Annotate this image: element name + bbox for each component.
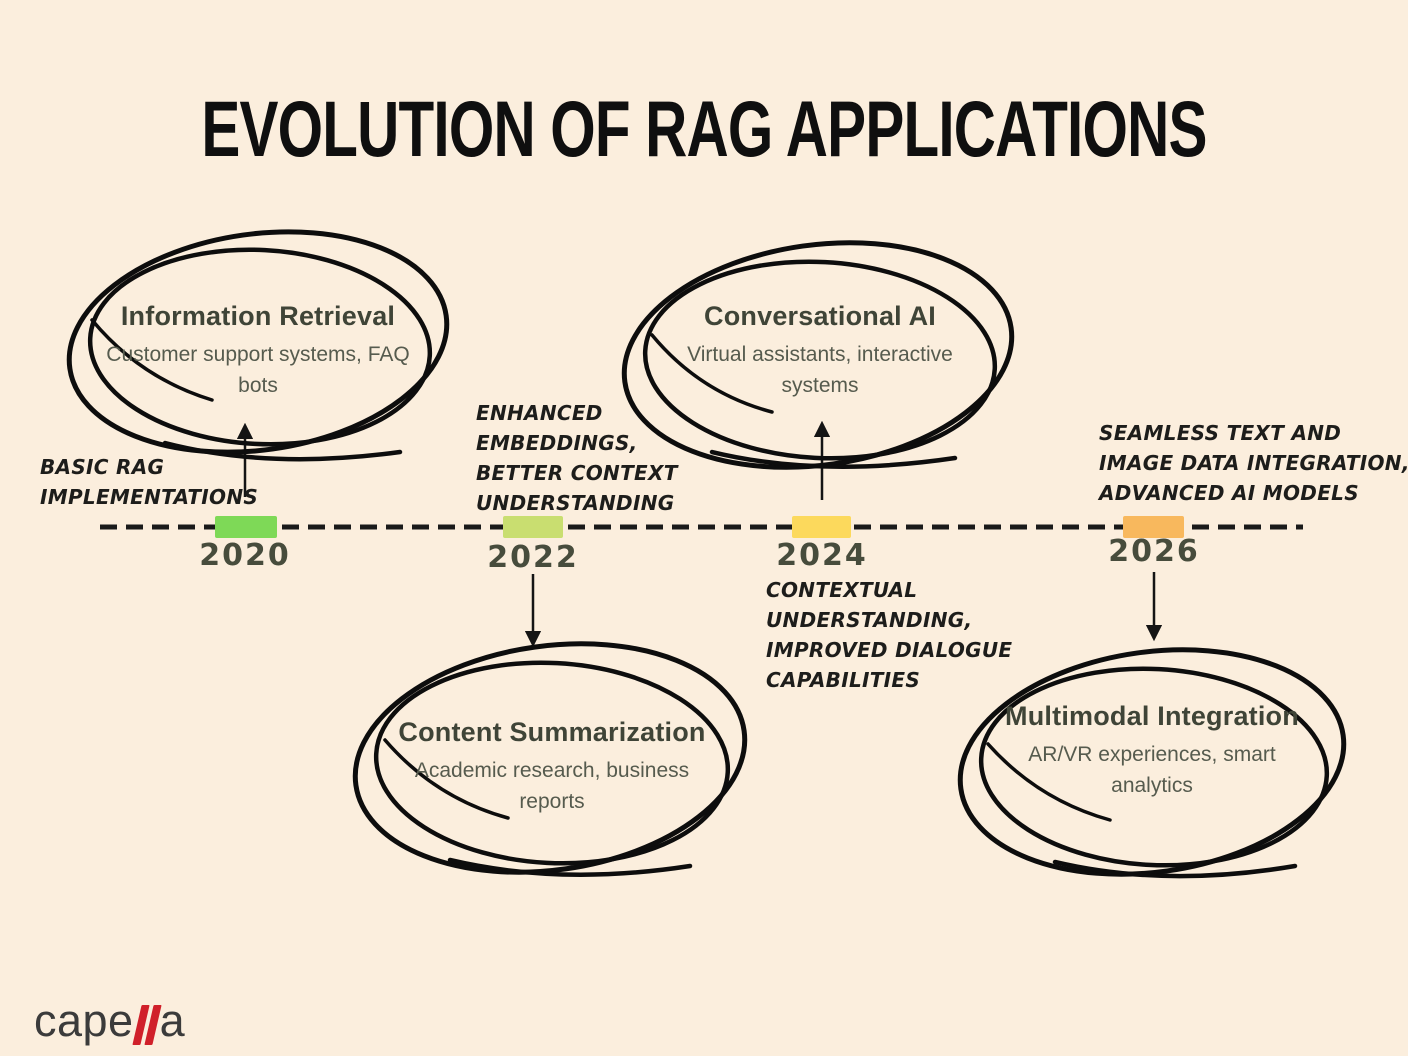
milestone-marker-2024 — [792, 516, 851, 538]
note-2022: ENHANCED EMBEDDINGS, BETTER CONTEXT UNDE… — [476, 398, 678, 518]
card-information-retrieval: Information Retrieval Customer support s… — [98, 301, 418, 401]
year-label-2024: 2024 — [776, 538, 868, 573]
card-description: AR/VR experiences, smart analytics — [1028, 743, 1276, 797]
note-2024: CONTEXTUAL UNDERSTANDING, IMPROVED DIALO… — [766, 575, 1012, 695]
note-line: ENHANCED — [476, 401, 603, 425]
note-line: CONTEXTUAL — [766, 578, 918, 602]
card-multimodal-integration: Multimodal Integration AR/VR experiences… — [992, 701, 1312, 801]
milestone-marker-2020 — [215, 516, 277, 538]
page-title: EVOLUTION OF RAG APPLICATIONS — [201, 85, 1207, 174]
card-title: Conversational AI — [704, 301, 936, 331]
card-content-summarization: Content Summarization Academic research,… — [392, 717, 712, 817]
card-title: Multimodal Integration — [1005, 701, 1299, 731]
card-conversational-ai: Conversational AI Virtual assistants, in… — [660, 301, 980, 401]
circle-sketch-content-summarization — [352, 641, 748, 877]
milestone-marker-2022 — [503, 516, 563, 538]
note-line: EMBEDDINGS, — [476, 431, 638, 455]
year-label-2022: 2022 — [487, 540, 579, 575]
note-line: BASIC RAG — [40, 455, 165, 479]
note-line: IMPLEMENTATIONS — [40, 485, 259, 509]
note-line: BETTER CONTEXT — [476, 461, 678, 485]
note-line: IMPROVED DIALOGUE — [766, 638, 1013, 662]
circle-sketch-conversational-ai — [621, 240, 1015, 470]
note-line: UNDERSTANDING, — [766, 608, 973, 632]
brand-logo: cape a — [34, 995, 185, 1047]
note-line: CAPABILITIES — [766, 668, 921, 692]
year-label-2020: 2020 — [199, 538, 291, 573]
card-title: Information Retrieval — [120, 301, 396, 331]
circle-sketch-information-retrieval — [66, 229, 450, 462]
note-line: SEAMLESS TEXT AND — [1099, 421, 1342, 445]
note-line: ADVANCED AI MODELS — [1099, 481, 1359, 505]
card-title: Content Summarization — [398, 717, 706, 747]
year-label-2026: 2026 — [1108, 534, 1200, 569]
logo-text-suffix: a — [159, 995, 186, 1046]
card-description: Academic research, business reports — [414, 759, 690, 813]
milestone-marker-2026 — [1123, 516, 1184, 538]
note-2020: BASIC RAG IMPLEMENTATIONS — [40, 452, 258, 512]
circle-sketch-multimodal-integration — [957, 647, 1347, 879]
note-line: UNDERSTANDING — [476, 491, 675, 515]
note-line: IMAGE DATA INTEGRATION, — [1099, 451, 1408, 475]
note-2026: SEAMLESS TEXT AND IMAGE DATA INTEGRATION… — [1099, 418, 1408, 508]
card-description: Virtual assistants, interactive systems — [687, 343, 953, 397]
card-description: Customer support systems, FAQ bots — [106, 343, 410, 397]
logo-text-prefix: cape — [34, 995, 134, 1046]
